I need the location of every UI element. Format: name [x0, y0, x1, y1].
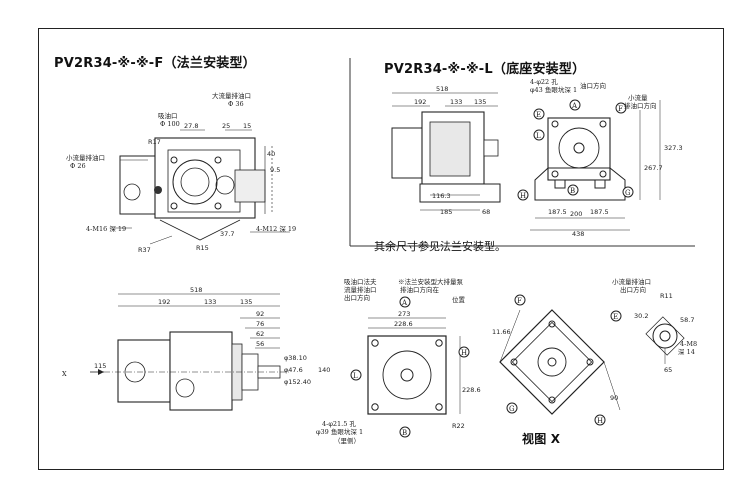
front-dim-228-6-h: 228.6 [394, 320, 413, 328]
viewx-dim-58-7: 58.7 [680, 316, 694, 324]
side-shaft-dia-47-6: φ47.6 [284, 366, 303, 374]
viewx-circle-h: H [597, 417, 603, 425]
front-outlet-dir-label: 出口方向 [344, 293, 370, 302]
front-port-pos-label: 排油口方向在 [400, 285, 440, 294]
foot-dim-518: 518 [436, 85, 448, 93]
front-flange-note: ※法兰安装型大排量泵 [398, 277, 464, 286]
foot-dim-192: 192 [414, 98, 426, 106]
side-dim-192: 192 [158, 298, 170, 306]
front-flange-view [350, 296, 470, 438]
side-dim-76: 76 [256, 320, 264, 328]
foot-dim-68: 68 [482, 208, 490, 216]
flange-type-title: PV2R34-※-※-F（法兰安装型） [54, 56, 256, 71]
view-x-arrow-label: X [62, 370, 67, 378]
dim-27-8: 27.8 [184, 122, 198, 130]
foot-dim-327-3: 327.3 [664, 144, 683, 152]
side-view [90, 293, 290, 411]
flange-end-view [110, 129, 290, 245]
small-discharge-label: 小流量排油口 [66, 153, 105, 162]
front-circle-h: H [461, 349, 467, 357]
circle-letter-h: H [520, 192, 526, 200]
foot-dim-267-7: 267.7 [644, 164, 663, 172]
dim-r17: R17 [148, 138, 161, 146]
circle-letter-l: L [536, 132, 541, 140]
circle-letter-a: A [571, 102, 578, 110]
side-dim-92: 92 [256, 310, 264, 318]
front-dim-r22: R22 [452, 422, 465, 430]
front-dim-273: 273 [398, 310, 410, 318]
thread-m12-label: 4-M12 深 19 [256, 224, 296, 233]
suction-port-label: 吸油口 [158, 111, 178, 120]
viewx-circle-e: E [613, 313, 618, 321]
viewx-outlet-dir-label: 出口方向 [620, 285, 646, 294]
dim-9-5: 9.5 [270, 166, 280, 174]
side-dim-518: 518 [190, 286, 202, 294]
dim-37-7: 37.7 [220, 230, 234, 238]
side-dim-133: 133 [204, 298, 216, 306]
foot-dim-187-5a: 187.5 [548, 208, 567, 216]
side-dim-135: 135 [240, 298, 252, 306]
front-flow-outlet-label: 流量排油口 [344, 285, 377, 294]
foot-front-view [517, 99, 661, 231]
view-x-title: 视图 X [522, 432, 561, 446]
front-dim-228-6-v: 228.6 [462, 386, 481, 394]
side-dim-62: 62 [256, 330, 264, 338]
small-discharge-dia: Φ 26 [70, 162, 86, 170]
circle-letter-f: F [618, 105, 623, 113]
side-shaft-dia-152-40: φ152.40 [284, 378, 311, 386]
front-spot-face-label: φ39 鱼眼坑深 1 [316, 427, 363, 436]
viewx-small-discharge-label: 小流量排油口 [612, 277, 651, 286]
foot-outlet-dir-label: 排油口方向 [624, 101, 657, 110]
viewx-dim-11-66: 11.66 [492, 328, 511, 336]
dim-25: 25 [222, 122, 230, 130]
view-x [499, 294, 685, 426]
dim-r15: R15 [196, 244, 209, 252]
viewx-dim-30-2: 30.2 [634, 312, 648, 320]
foot-small-flow-label: 小流量 [628, 93, 648, 102]
viewx-circle-g: G [509, 405, 515, 413]
front-circle-b: B [402, 429, 407, 437]
thread-m16-label: 4-M16 深 19 [86, 224, 126, 233]
drawing-frame [38, 28, 724, 470]
large-discharge-label: 大流量排油口 [212, 91, 251, 100]
viewx-dim-65: 65 [664, 366, 672, 374]
circle-letter-e: E [536, 111, 541, 119]
foot-type-title: PV2R34-※-※-L（底座安装型） [384, 62, 586, 77]
viewx-thread-label: 4-M8 [680, 340, 697, 348]
side-dim-56: 56 [256, 340, 264, 348]
front-circle-l: L [353, 372, 358, 380]
foot-dim-185: 185 [440, 208, 452, 216]
viewx-thread-depth-label: 深 14 [678, 347, 695, 356]
foot-dim-187-5b: 187.5 [590, 208, 609, 216]
side-shaft-dia-38-10: φ38.10 [284, 354, 307, 362]
dim-40: 40 [267, 150, 275, 158]
front-pos-suffix: 位置 [452, 295, 466, 304]
foot-dim-200: 200 [570, 210, 582, 218]
foot-dim-133: 133 [450, 98, 462, 106]
foot-dim-135: 135 [474, 98, 486, 106]
dim-r37: R37 [138, 246, 151, 254]
front-circle-a: A [401, 299, 408, 307]
suction-port-dia: Φ 100 [160, 120, 180, 128]
foot-spot-face-label: φ43 鱼眼坑深 1 [530, 85, 577, 94]
foot-dim-116-3: 116.3 [432, 192, 451, 200]
large-discharge-dia: Φ 36 [228, 100, 244, 108]
foot-side-view [391, 92, 501, 211]
foot-holes-label: 4-φ22 孔 [530, 78, 558, 86]
dim-15: 15 [243, 122, 251, 130]
viewx-circle-f: F [517, 297, 522, 305]
foot-inlet-dir-label: 油口方向 [580, 81, 606, 90]
side-dim-140: 140 [318, 366, 330, 374]
circle-letter-b: B [570, 187, 575, 195]
front-holes-label: 4-φ21.5 孔 [322, 420, 356, 428]
front-back-label: （里侧） [334, 436, 360, 445]
foot-dim-438: 438 [572, 230, 584, 238]
circle-letter-g: G [625, 189, 631, 197]
side-dim-115: 115 [94, 362, 106, 370]
front-suction-flange-label: 吸油口法夫 [344, 277, 377, 286]
viewx-dim-r11: R11 [660, 292, 673, 300]
viewx-dim-90: 90 [610, 394, 618, 402]
